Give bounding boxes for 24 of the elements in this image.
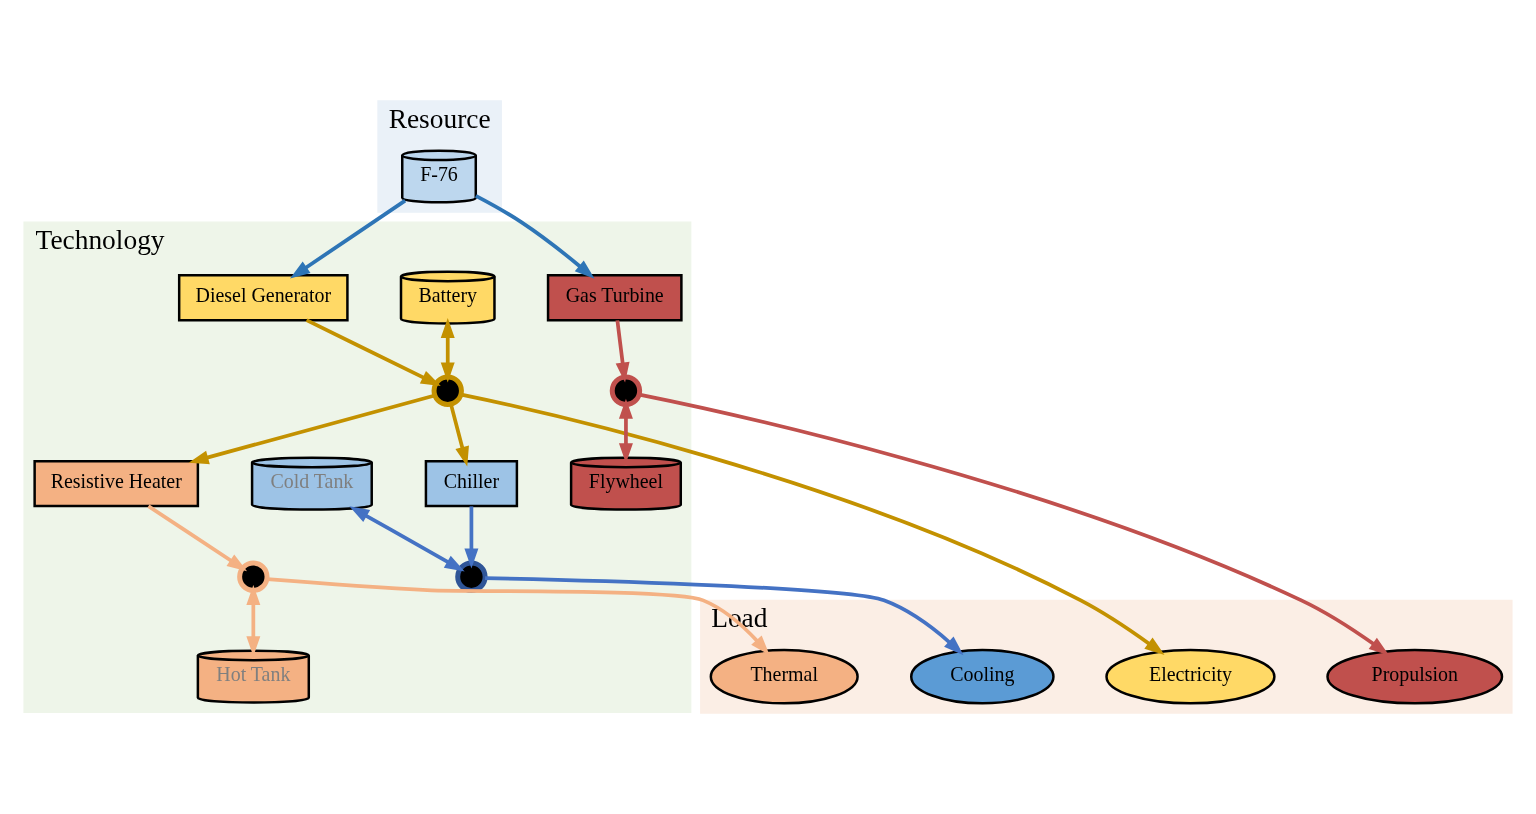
node-box: Gas Turbine xyxy=(546,274,683,322)
arrow xyxy=(449,403,469,467)
node-ellipse: Cooling xyxy=(910,648,1055,705)
arrow xyxy=(474,194,595,279)
node-circle xyxy=(431,374,464,407)
arrow xyxy=(485,576,964,656)
node-box: Chiller xyxy=(424,460,519,508)
arrow xyxy=(349,506,465,572)
arrow xyxy=(460,392,1165,656)
arrow xyxy=(464,506,479,569)
arrow xyxy=(305,318,441,387)
node-ellipse: Electricity xyxy=(1105,648,1276,705)
arrow xyxy=(615,320,630,383)
node-ellipse: Propulsion xyxy=(1326,648,1504,705)
arrow xyxy=(188,393,436,465)
arrow xyxy=(440,318,455,383)
node-ellipse: Thermal xyxy=(709,648,859,705)
node-circle xyxy=(609,374,643,407)
node-box: Resistive Heater xyxy=(33,460,200,508)
node-circle xyxy=(237,560,270,593)
arrow xyxy=(638,392,1389,656)
arrow xyxy=(147,504,248,572)
arrow xyxy=(290,199,407,279)
node-box: Diesel Generator xyxy=(177,274,349,322)
